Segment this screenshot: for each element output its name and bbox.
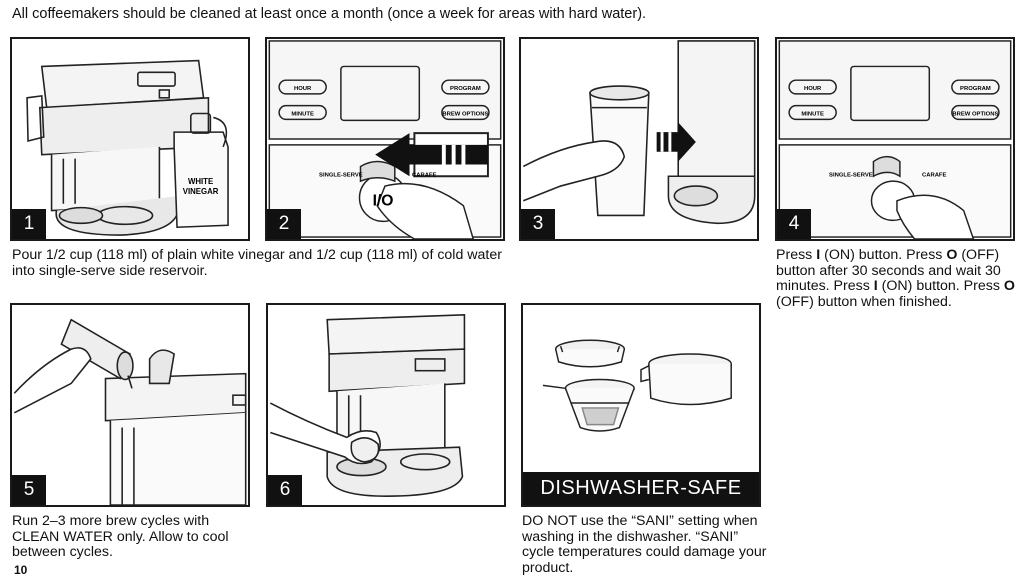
carafe-label: CARAFE <box>922 172 947 178</box>
hour-button-label: HOUR <box>804 86 822 92</box>
bottle-label-line1: WHITE <box>188 177 213 186</box>
single-serve-label: SINGLE-SERVE <box>319 172 363 178</box>
intro-text: All coffeemakers should be cleaned at le… <box>12 6 647 22</box>
dishwasher-safe-illustration: DISHWASHER-SAFE <box>521 303 761 507</box>
wipe-coffeemaker-drawing <box>269 313 466 497</box>
program-button-label: PROGRAM <box>450 86 481 92</box>
minute-button-label: MINUTE <box>801 111 824 117</box>
step-1-caption: Pour 1/2 cup (118 ml) of plain white vin… <box>12 247 502 279</box>
step-number: 4 <box>777 209 811 239</box>
carafe-label: CARAFE <box>412 172 437 178</box>
step-number: 2 <box>267 209 301 239</box>
control-panel-drawing: HOUR MINUTE PROGRAM BREW OPTIONS SINGLE-… <box>268 40 502 239</box>
step-number: 1 <box>12 209 46 239</box>
brew-options-button-label: BREW OPTIONS <box>952 111 998 117</box>
minute-button-label: MINUTE <box>291 111 314 117</box>
removable-parts-drawing <box>542 339 732 432</box>
single-serve-label: SINGLE-SERVE <box>829 172 873 178</box>
step-5-caption: Run 2–3 more brew cycles with CLEAN WATE… <box>12 513 229 560</box>
step-4-illustration: HOUR MINUTE PROGRAM BREW OPTIONS SINGLE-… <box>775 37 1015 241</box>
step-number: 5 <box>12 475 46 505</box>
step-3-illustration: 3 <box>519 37 759 241</box>
step-1-illustration: WHITE VINEGAR 1 <box>10 37 250 241</box>
press-power-drawing: HOUR MINUTE PROGRAM BREW OPTIONS SINGLE-… <box>778 40 1012 239</box>
bottle-label-line2: VINEGAR <box>183 187 219 196</box>
power-button-label: I/O <box>373 193 394 210</box>
step-5-illustration: 5 <box>10 303 250 507</box>
brew-options-button-label: BREW OPTIONS <box>442 111 488 117</box>
program-button-label: PROGRAM <box>960 86 991 92</box>
step-4-caption: Press I (ON) button. Press O (OFF) butto… <box>776 247 1015 310</box>
step-6-illustration: 6 <box>266 303 506 507</box>
dishwasher-caption: DO NOT use the “SANI” setting when washi… <box>522 513 767 576</box>
hour-button-label: HOUR <box>294 86 312 92</box>
step-number: 3 <box>521 209 555 239</box>
pour-water-drawing <box>13 318 247 505</box>
step-2-illustration: HOUR MINUTE PROGRAM BREW OPTIONS SINGLE-… <box>265 37 505 241</box>
insert-cup-drawing <box>522 40 756 225</box>
coffeemaker-vinegar-drawing: WHITE VINEGAR <box>26 59 229 236</box>
step-number: 6 <box>268 475 302 505</box>
dishwasher-safe-banner: DISHWASHER-SAFE <box>523 472 759 505</box>
page-number: 10 <box>14 563 28 577</box>
